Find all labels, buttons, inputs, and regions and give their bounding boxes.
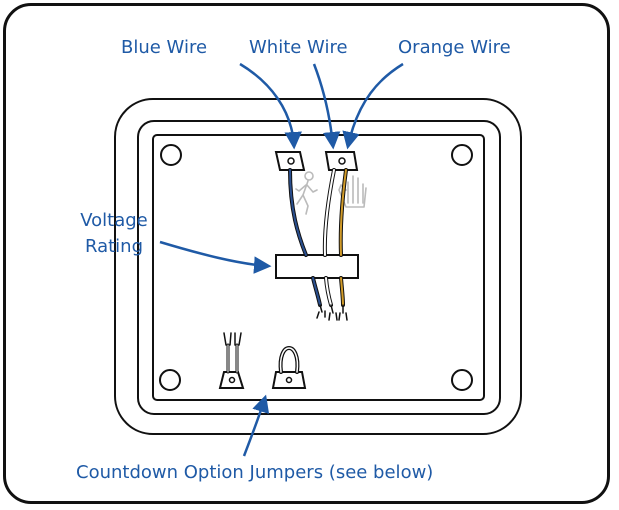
leader-arrow-countdown-jumpers bbox=[242, 394, 270, 457]
mounting-hole-bottom-right bbox=[451, 369, 473, 391]
housing-middle bbox=[137, 120, 501, 415]
label-countdown-jumpers: Countdown Option Jumpers (see below) bbox=[76, 462, 434, 483]
white-wire bbox=[322, 168, 338, 321]
mounting-hole-top-left bbox=[160, 144, 182, 166]
orange-wire bbox=[338, 168, 348, 321]
walking-person-icon bbox=[295, 171, 318, 215]
countdown-jumper-loop bbox=[271, 346, 307, 389]
label-voltage-rating: Voltage Rating bbox=[80, 210, 148, 257]
blue-wire bbox=[288, 168, 326, 319]
housing-inner-panel bbox=[152, 134, 485, 401]
mounting-hole-bottom-left bbox=[159, 369, 181, 391]
leader-arrow-blue-wire bbox=[239, 62, 302, 150]
label-white-wire: White Wire bbox=[249, 37, 348, 58]
housing-outer bbox=[114, 98, 522, 435]
voltage-rating-plate bbox=[275, 254, 359, 279]
leader-arrow-white-wire bbox=[312, 63, 341, 150]
mounting-hole-top-right bbox=[451, 144, 473, 166]
leader-arrow-voltage-rating bbox=[159, 240, 272, 274]
grommet-white-orange-wires bbox=[324, 151, 359, 171]
label-orange-wire: Orange Wire bbox=[398, 37, 511, 58]
grommet-blue-wire bbox=[274, 151, 306, 171]
label-blue-wire: Blue Wire bbox=[121, 37, 208, 58]
leader-arrow-orange-wire bbox=[342, 62, 404, 150]
countdown-jumper-open bbox=[218, 332, 245, 389]
